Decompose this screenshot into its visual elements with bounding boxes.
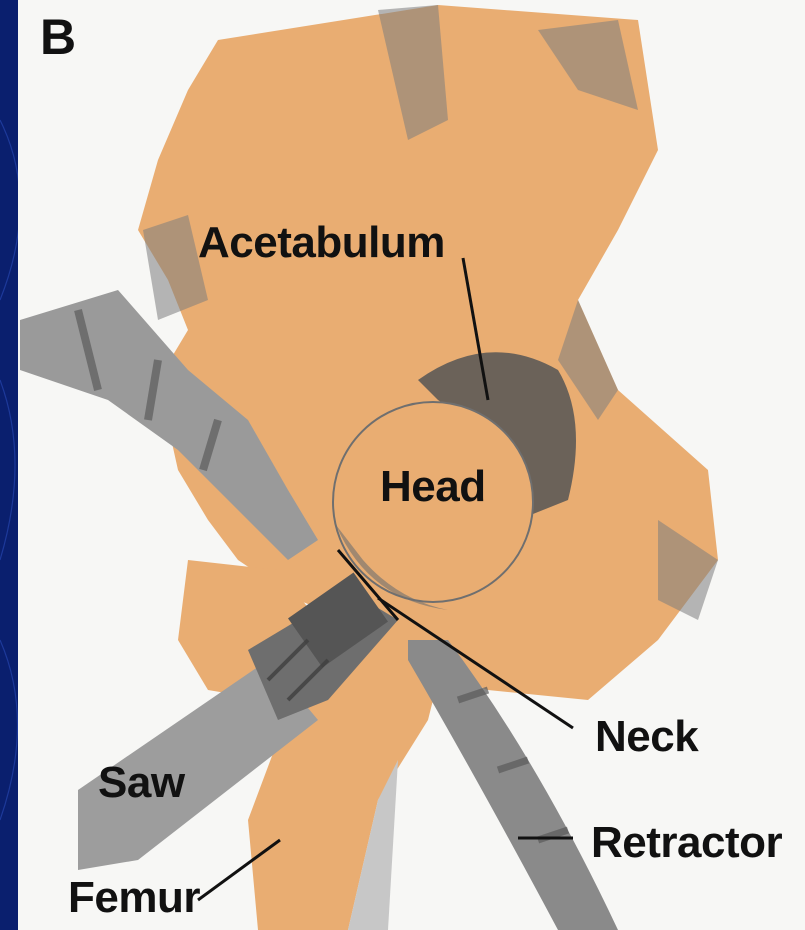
label-neck: Neck [595, 712, 698, 762]
label-saw: Saw [98, 758, 185, 808]
panel-letter: B [40, 8, 76, 66]
label-acetabulum: Acetabulum [198, 218, 445, 268]
label-retractor: Retractor [591, 818, 782, 868]
label-head: Head [380, 462, 486, 512]
illustration-panel: B Acetabulum Head Neck Saw Retractor Fem… [18, 0, 805, 930]
label-femur: Femur [68, 873, 200, 923]
